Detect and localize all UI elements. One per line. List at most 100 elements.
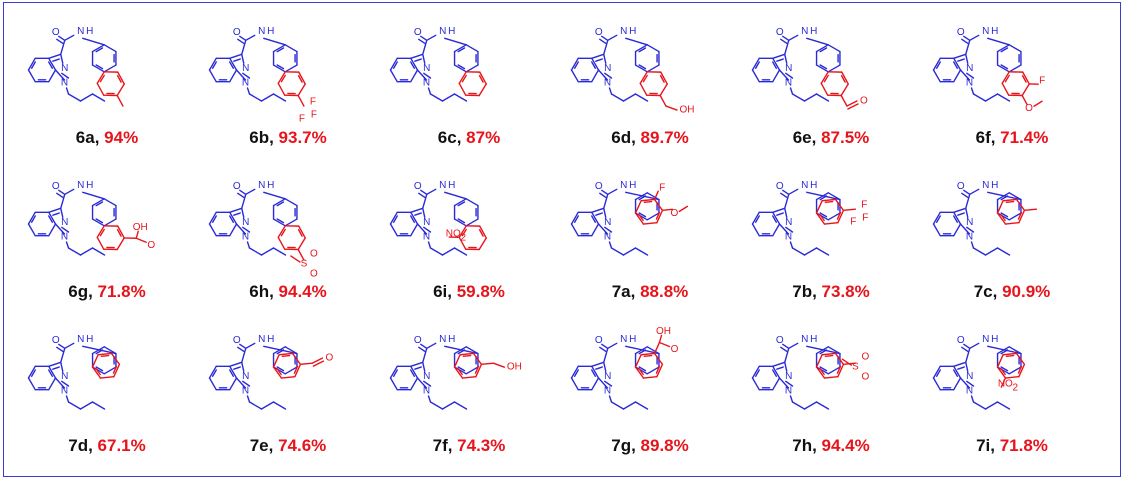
ring-bond [389, 69, 398, 83]
inner-bond [776, 212, 784, 216]
atom-n: N [61, 63, 68, 74]
inner-bond [478, 75, 484, 83]
atom-o: O [233, 181, 241, 192]
ring-bond [116, 237, 125, 251]
inner-bond [233, 58, 241, 62]
bond [987, 37, 1010, 46]
ring-bond [827, 212, 841, 221]
atom-no2-subscript: 2 [1013, 383, 1019, 394]
ring-bond [815, 212, 829, 221]
bond [418, 346, 426, 353]
inner-bond [95, 201, 104, 207]
bond [972, 93, 987, 102]
atom-n: N [604, 63, 611, 74]
inner-bond [276, 349, 285, 355]
bond [597, 223, 609, 235]
ring-bond [453, 218, 467, 227]
inner-bond [95, 47, 104, 53]
inner-bond [228, 369, 235, 377]
bond [410, 207, 424, 214]
compound-id: 6h, [249, 282, 279, 301]
inner-bond [638, 366, 647, 372]
bond [610, 93, 625, 102]
atom-n: N [966, 217, 973, 228]
ring-bond [996, 44, 1010, 53]
ring-bond [465, 218, 479, 227]
ring-bond [453, 346, 467, 355]
ring-bond [465, 346, 479, 355]
inner-bond [573, 61, 580, 69]
ring-bond [453, 366, 467, 375]
compound-yield: 73.8% [821, 282, 870, 301]
inner-bond [590, 215, 597, 223]
bond [453, 93, 468, 102]
ring-bond [229, 377, 238, 391]
bond [599, 346, 607, 353]
bond [54, 223, 66, 235]
bond [597, 69, 609, 81]
ring-bond [91, 366, 102, 379]
ring-bond [96, 225, 105, 239]
atom-f: F [659, 183, 665, 194]
ring-bond [827, 64, 841, 73]
compound-yield: 71.8% [999, 436, 1048, 455]
inner-bond [409, 369, 416, 377]
bond [79, 401, 94, 410]
bond [420, 343, 428, 350]
bond [959, 223, 971, 235]
inner-bond [1004, 74, 1010, 83]
inner-bond [655, 211, 661, 220]
inner-bond [957, 366, 965, 370]
atom-n: N [604, 217, 611, 228]
bond [429, 247, 444, 256]
inner-bond [30, 369, 37, 377]
compound-yield: 88.8% [640, 282, 689, 301]
inner-bond [771, 369, 778, 377]
compound-id: 7f, [432, 436, 458, 455]
ring-bond [277, 236, 286, 250]
compound-label: 6c, 87% [384, 128, 554, 148]
compound-label: 6e, 87.5% [746, 128, 916, 148]
bond [608, 395, 613, 403]
bond [965, 207, 969, 219]
atom-n: N [242, 78, 249, 89]
compound-id: 6g, [68, 282, 98, 301]
inner-bond [771, 215, 778, 223]
bond [241, 207, 245, 219]
ring-bond [272, 354, 280, 368]
bond [970, 241, 975, 249]
inner-bond [297, 75, 303, 83]
ring-bond [27, 365, 36, 379]
bond [622, 247, 637, 256]
inner-bond [1000, 47, 1009, 53]
inner-bond [276, 366, 285, 372]
atom-n: N [242, 386, 249, 397]
ring-bond [646, 192, 660, 201]
ring-bond [772, 377, 781, 391]
bond [953, 207, 967, 214]
compound-yield: 87% [466, 128, 501, 147]
bond [58, 189, 66, 196]
inner-bond [819, 349, 828, 355]
bond [91, 247, 106, 256]
ring-bond [1021, 83, 1030, 97]
bond [48, 361, 62, 368]
atom-o: O [861, 352, 869, 363]
inner-bond [819, 212, 828, 218]
bond [789, 241, 794, 249]
atom-f: F [310, 97, 316, 108]
ring-bond [453, 44, 467, 53]
atom-o: O [1025, 103, 1033, 114]
bond [242, 380, 251, 387]
ring-bond [820, 82, 829, 96]
ring-bond [103, 218, 117, 227]
ring-bond [751, 365, 760, 379]
ring-bond [837, 363, 845, 378]
ring-bond [932, 69, 941, 83]
ring-bond [570, 377, 579, 391]
bond [996, 247, 1011, 256]
bond [965, 39, 971, 56]
